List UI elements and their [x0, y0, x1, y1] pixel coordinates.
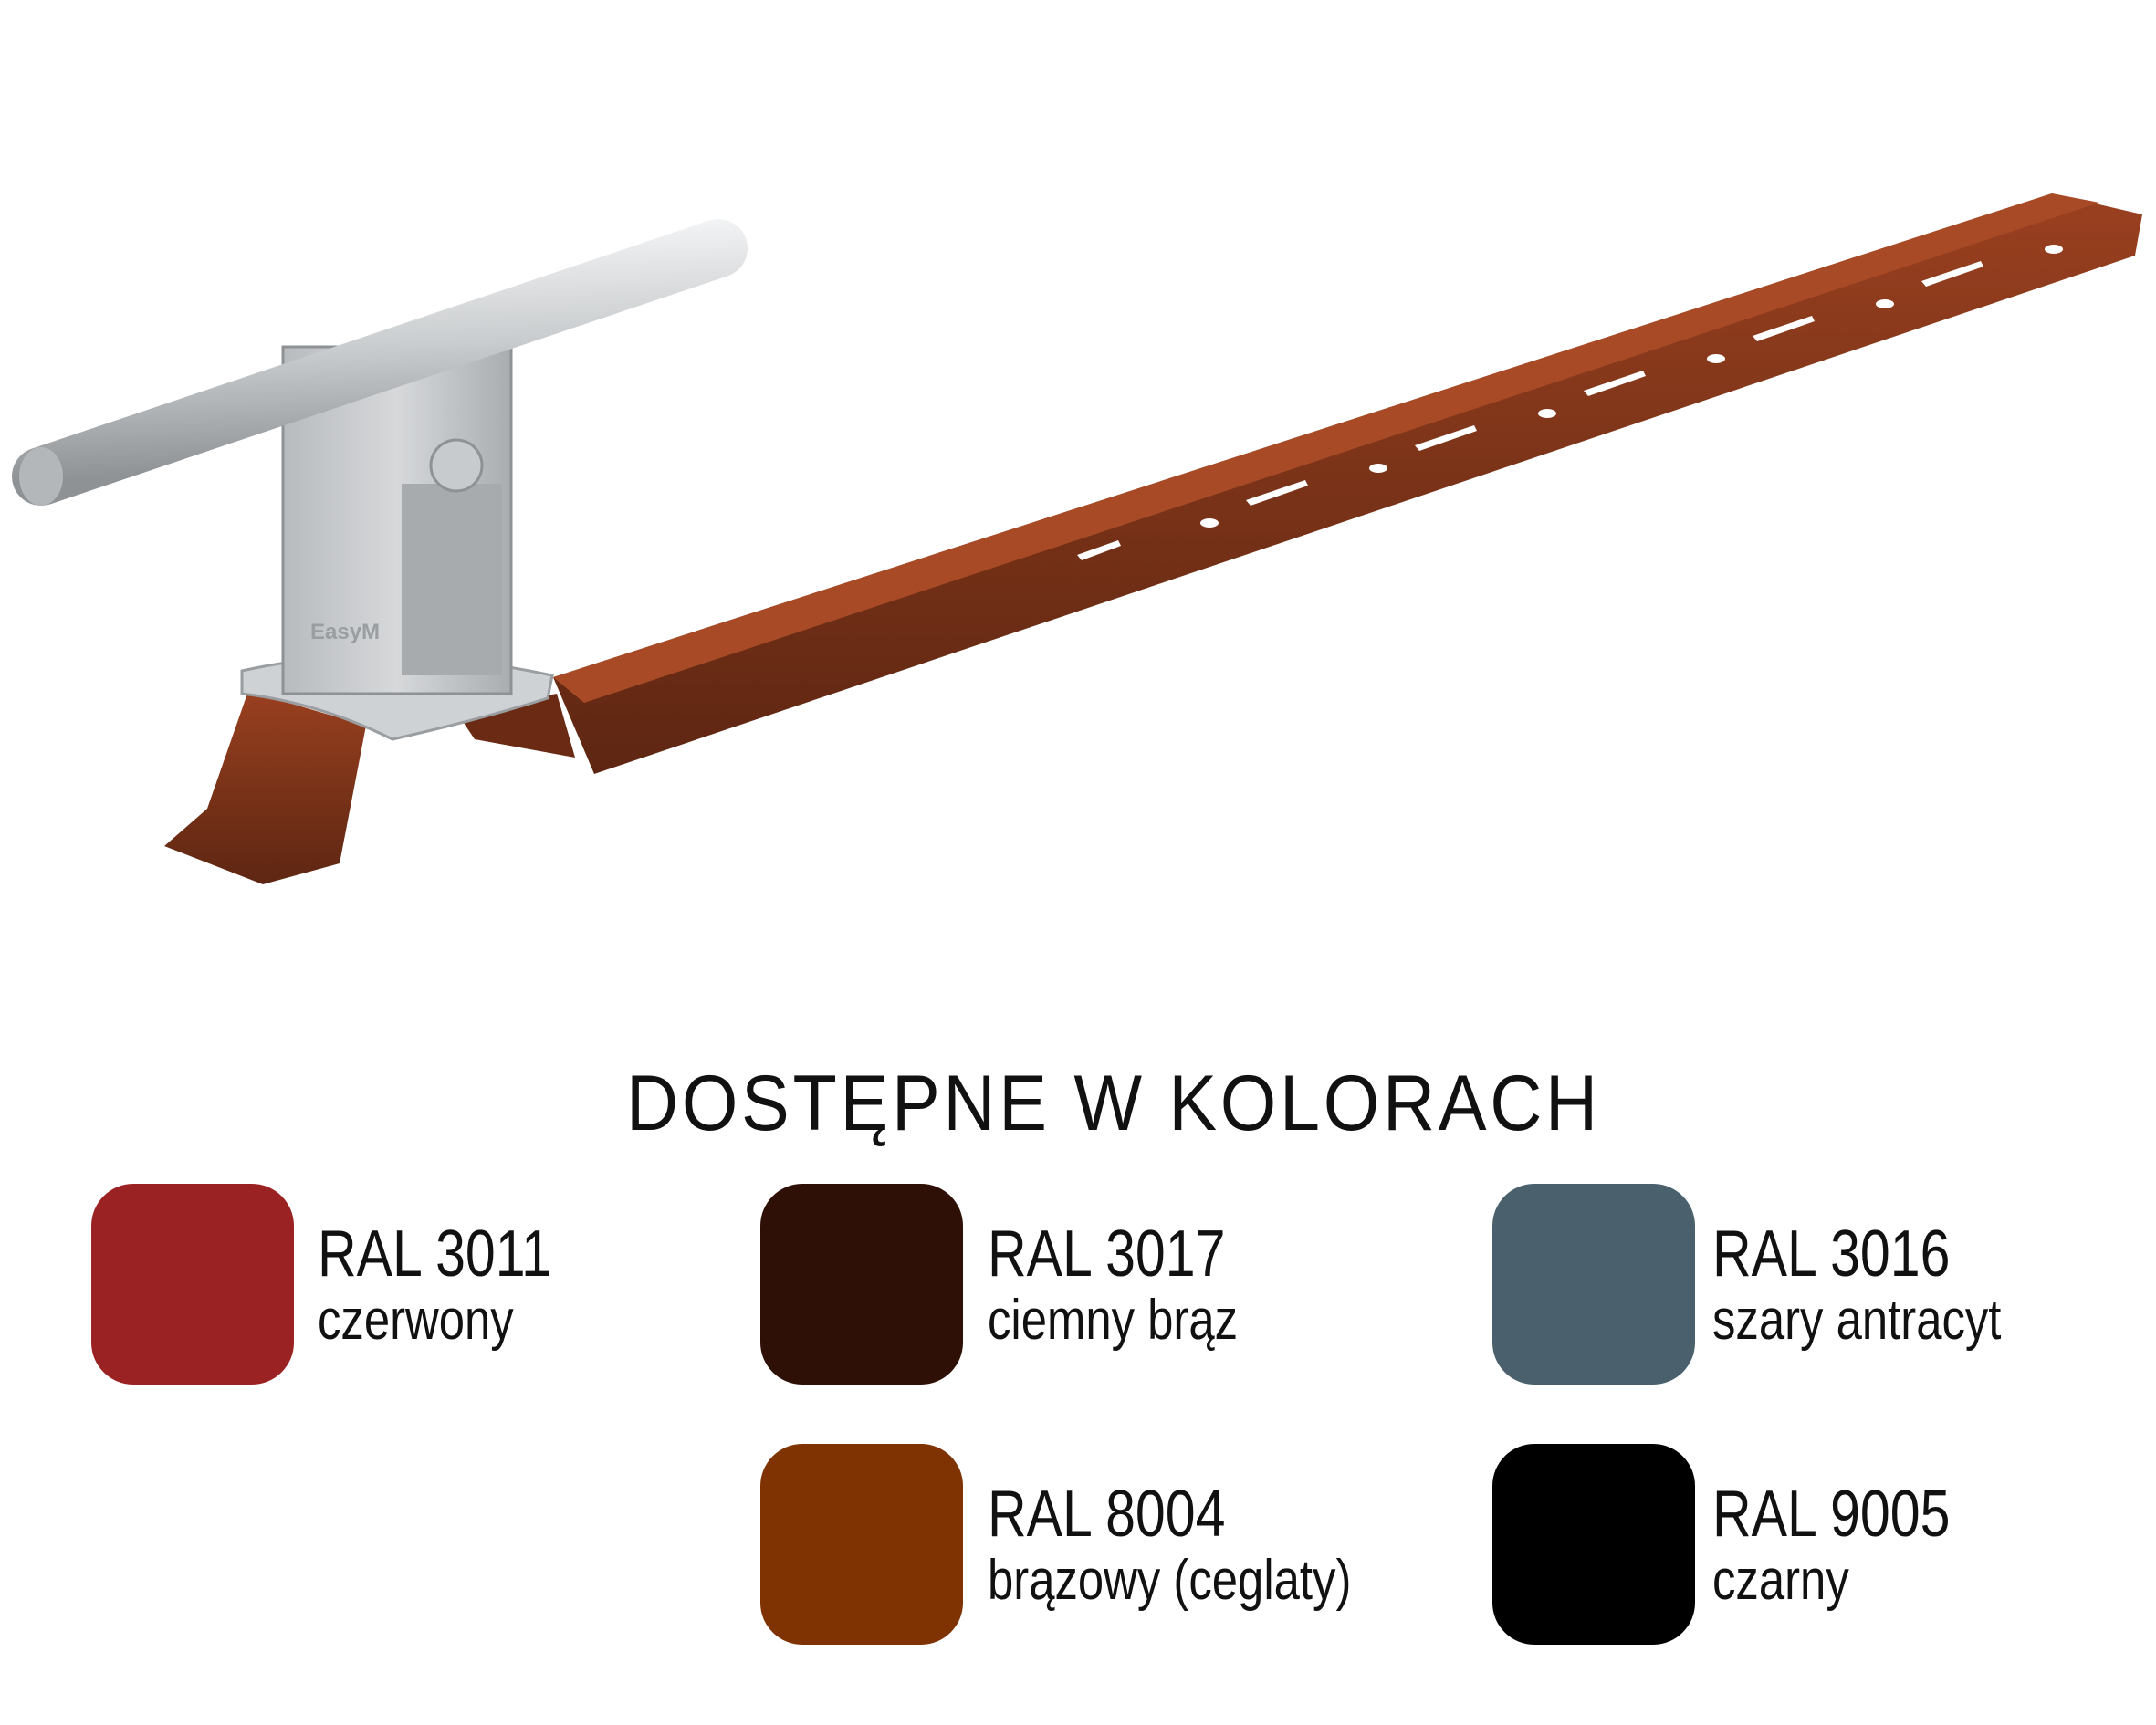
- hook-bar: [553, 193, 2142, 774]
- bar-slots: [1077, 245, 2063, 560]
- color-code: RAL 3017: [988, 1218, 1226, 1291]
- color-name: brązowy (ceglaty): [988, 1549, 1352, 1612]
- color-swatch-ral-8004: [760, 1444, 963, 1645]
- snow-guard-rod: [12, 219, 748, 506]
- color-code: RAL 8004: [988, 1478, 1226, 1551]
- available-colors-heading: DOSTĘPNE W KOLORACH: [626, 1060, 1601, 1147]
- color-code: RAL 3016: [1712, 1218, 1951, 1291]
- color-code: RAL 3011: [318, 1218, 552, 1291]
- color-swatch-ral-9005: [1492, 1444, 1695, 1645]
- product-logo-text: EasyM: [310, 620, 380, 644]
- color-name: szary antracyt: [1712, 1289, 2002, 1352]
- color-swatch-ral-3017: [760, 1184, 963, 1385]
- product-image-snow-guard-holder: EasyM: [12, 193, 2142, 884]
- color-name: czarny: [1712, 1549, 1849, 1612]
- color-name: ciemny brąz: [988, 1289, 1239, 1352]
- color-code: RAL 9005: [1712, 1478, 1951, 1551]
- color-swatch-ral-3011: [91, 1184, 294, 1385]
- color-swatch-ral-3016: [1492, 1184, 1695, 1385]
- color-name: czerwony: [318, 1289, 514, 1352]
